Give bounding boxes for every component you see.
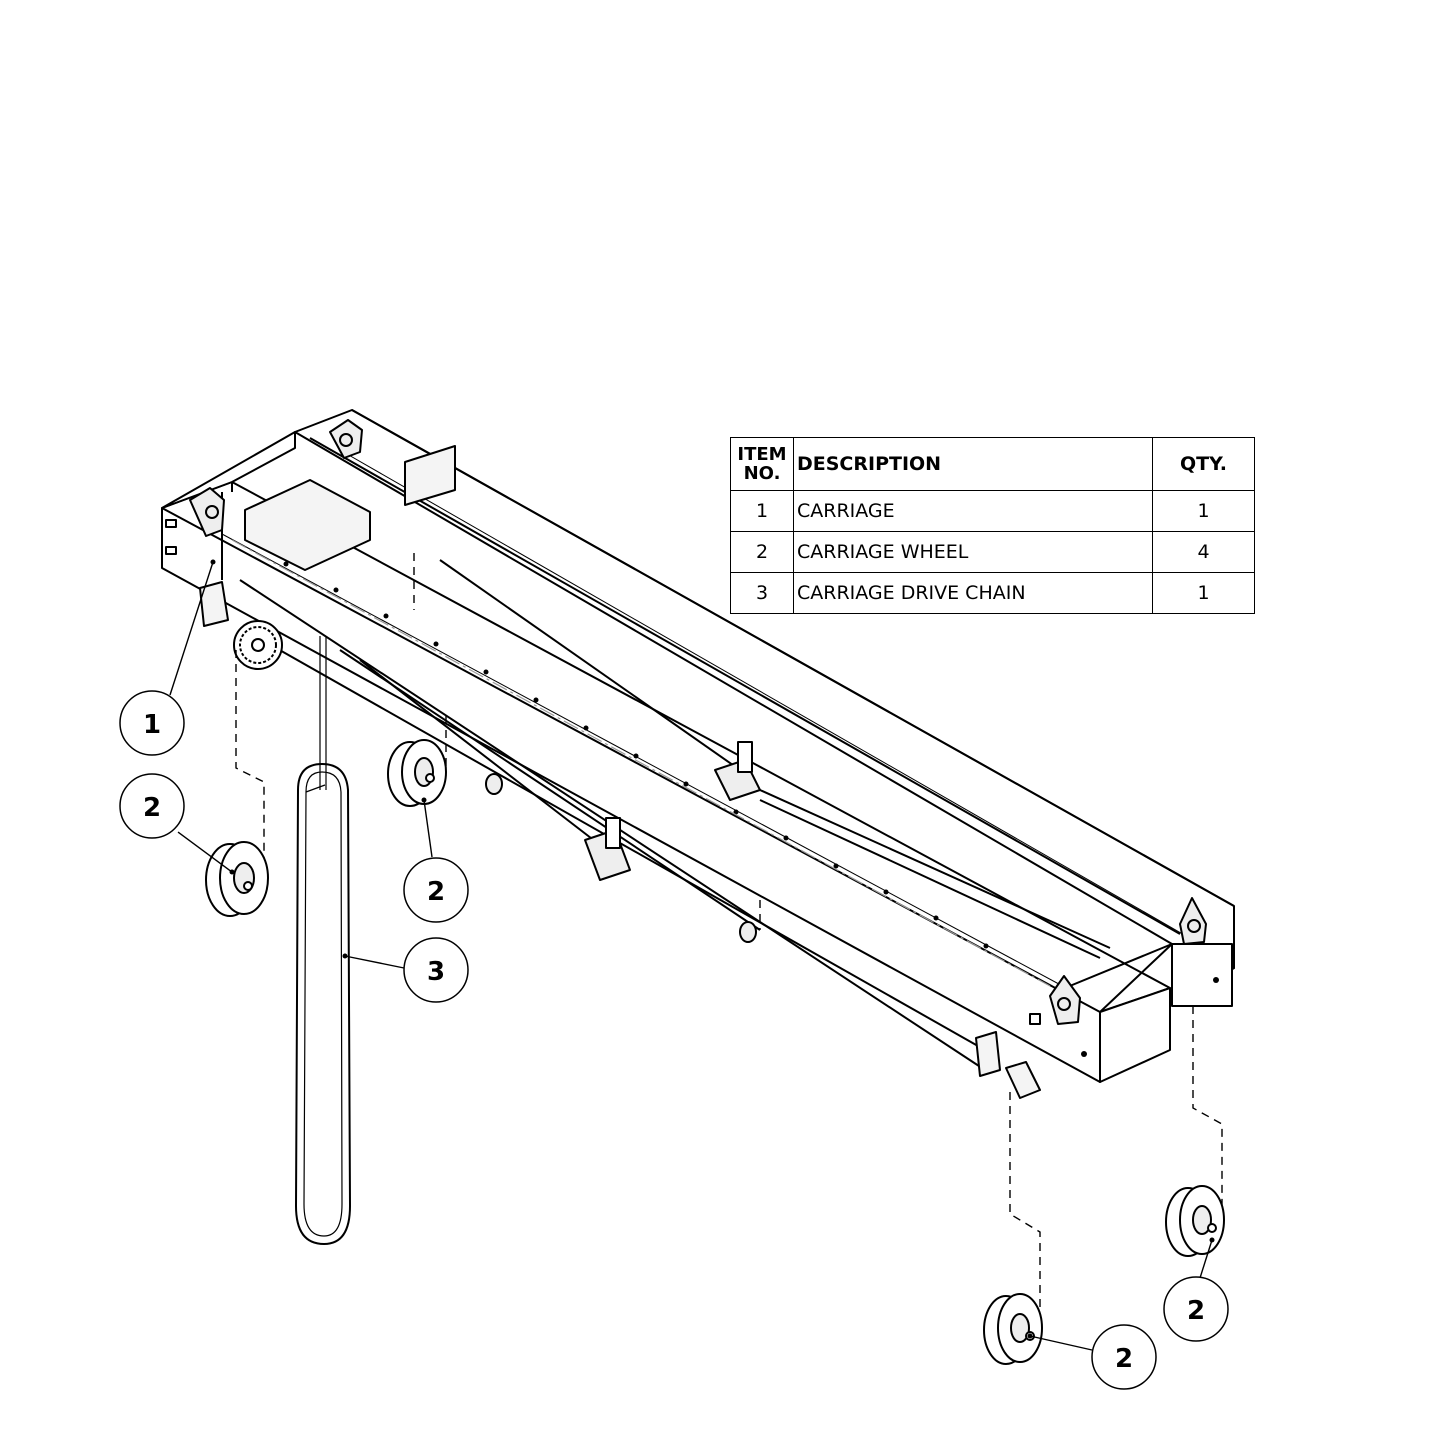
bom-qty: 4 [1152, 531, 1255, 573]
bom-description: CARRIAGE [793, 490, 1153, 532]
balloon-label: 2 [1187, 1296, 1205, 1326]
carriage-frame [161, 409, 1235, 1099]
table-row: 3 CARRIAGE DRIVE CHAIN 1 [730, 572, 1255, 614]
bom-item-number: 1 [730, 490, 794, 532]
leader-dots [229, 797, 1215, 1339]
balloon-label: 2 [1115, 1344, 1133, 1374]
balloon-item-2-right: 2 [1163, 1276, 1229, 1342]
bom-qty: 1 [1152, 572, 1255, 614]
bom-header-item-line2: NO. [743, 463, 781, 484]
balloon-label: 1 [143, 710, 161, 740]
bom-header-description: DESCRIPTION [793, 437, 1153, 491]
balloon-label: 2 [427, 877, 445, 907]
bom-item-number: 2 [730, 531, 794, 573]
center-line [231, 539, 1051, 987]
drive-chain [294, 636, 352, 1246]
bom-qty: 1 [1152, 490, 1255, 532]
carriage-wheels [205, 739, 1225, 1365]
bom-header-item-line1: ITEM [737, 444, 787, 465]
balloon-item-2-top: 2 [403, 857, 469, 923]
carriage-wheel-top [387, 739, 447, 807]
explode-lines [235, 553, 1223, 1308]
balloon-item-1: 1 [119, 690, 185, 756]
bom-header-item: ITEM NO. [730, 437, 794, 491]
bom-header-row: ITEM NO. DESCRIPTION QTY. [730, 437, 1255, 491]
bom-header-qty: QTY. [1152, 437, 1255, 491]
table-row: 2 CARRIAGE WHEEL 4 [730, 531, 1255, 573]
balloon-label: 2 [143, 793, 161, 823]
balloon-item-2-left: 2 [119, 773, 185, 839]
balloon-item-2-bottom: 2 [1091, 1324, 1157, 1390]
bom-description: CARRIAGE WHEEL [793, 531, 1153, 573]
bom-item-number: 3 [730, 572, 794, 614]
balloon-item-3: 3 [403, 937, 469, 1003]
bill-of-materials-table: ITEM NO. DESCRIPTION QTY. 1 CARRIAGE 1 2… [730, 437, 1255, 614]
table-row: 1 CARRIAGE 1 [730, 490, 1255, 532]
carriage-wheel-right [1165, 1185, 1225, 1257]
carriage-wheel-left [205, 841, 269, 917]
carriage-wheel-bottom [983, 1293, 1043, 1365]
bom-description: CARRIAGE DRIVE CHAIN [793, 572, 1153, 614]
leader-lines [169, 561, 1213, 1351]
balloon-label: 3 [427, 957, 445, 987]
balloons: 1 2 2 3 2 2 [119, 690, 1229, 1390]
